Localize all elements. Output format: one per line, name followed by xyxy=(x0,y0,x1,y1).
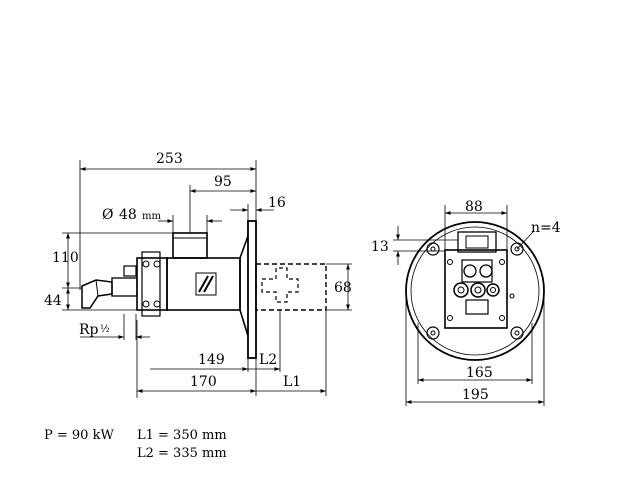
flange xyxy=(247,220,257,359)
dim-170: 170 xyxy=(190,374,217,390)
spec-power: P = 90 kW xyxy=(44,428,114,443)
dim-48: 48 xyxy=(119,207,137,223)
burner-head-plate xyxy=(141,251,161,317)
cone xyxy=(239,235,249,337)
bolt-hole-icon xyxy=(426,242,440,256)
inlet-fitting xyxy=(111,277,138,297)
dim-68: 68 xyxy=(334,280,352,296)
dim-16: 16 xyxy=(268,195,286,211)
dim-rp: Rp xyxy=(79,322,99,338)
tube-dashed xyxy=(255,263,327,311)
dim-l1: L1 xyxy=(283,374,301,390)
pipe-48 xyxy=(172,232,208,259)
dim-165: 165 xyxy=(466,365,493,381)
dim-n4: n=4 xyxy=(531,220,561,236)
bolt-hole-icon xyxy=(426,326,440,340)
connector-plug xyxy=(81,279,113,309)
dim-13: 13 xyxy=(371,239,389,255)
dim-95: 95 xyxy=(214,174,232,190)
spec-l1: L1 = 350 mm xyxy=(137,428,227,443)
flange-inner-circle xyxy=(410,226,540,356)
dim-diameter-symbol: Ø xyxy=(102,207,113,223)
dim-253: 253 xyxy=(156,151,183,167)
dim-rp-size: ½ xyxy=(100,324,110,335)
head-plate xyxy=(444,249,508,329)
dim-110: 110 xyxy=(52,250,79,266)
dim-88: 88 xyxy=(465,199,483,215)
bolt-hole-icon xyxy=(510,242,524,256)
dim-44: 44 xyxy=(44,293,62,309)
specs: P = 90 kW L1 = 350 mm L2 = 335 mm xyxy=(44,428,227,461)
dim-149: 149 xyxy=(198,352,225,368)
dim-l2: L2 xyxy=(259,352,277,368)
flange-circle xyxy=(405,221,545,361)
front-view: 88 13 n=4 165 195 xyxy=(371,199,561,406)
heating-element-dashed xyxy=(261,267,299,303)
bolt-hole-icon xyxy=(510,326,524,340)
spec-l2: L2 = 335 mm xyxy=(137,446,227,461)
dim-48-unit: mm xyxy=(142,211,161,222)
dim-195: 195 xyxy=(462,387,489,403)
side-view: 253 95 16 Ø 48 mm 110 44 Rp ½ xyxy=(44,151,352,398)
